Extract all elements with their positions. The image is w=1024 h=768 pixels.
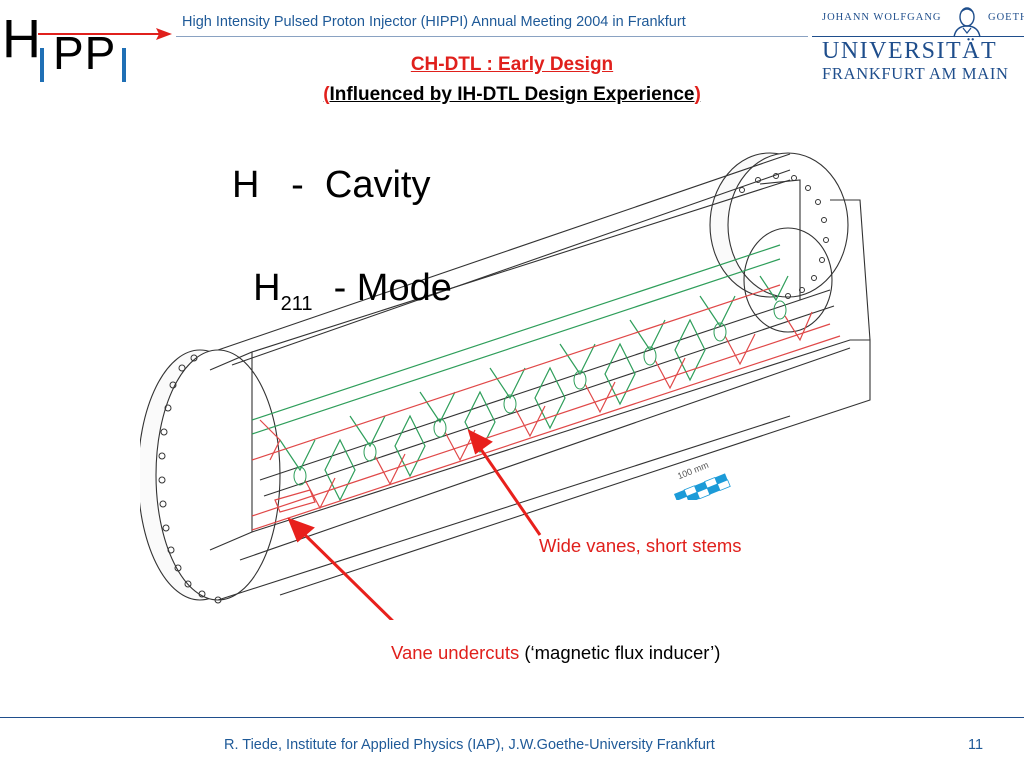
lower-vane: [251, 284, 841, 531]
vanes-annotation: Wide vanes, short stems: [539, 535, 742, 556]
cavity-label: H - Cavity: [232, 164, 431, 206]
logo-h: H: [2, 9, 41, 69]
undercuts-term: Vane undercuts: [391, 642, 520, 663]
mode-subscript: 211: [280, 293, 313, 315]
logo-arrow: [38, 28, 172, 40]
logo-pp: PP: [53, 27, 117, 79]
mode-main: H: [253, 267, 281, 309]
footer-text: R. Tiede, Institute for Applied Physics …: [224, 737, 715, 753]
logo-bar: [122, 48, 126, 82]
logo-bar: [40, 48, 44, 82]
upper-vane: [251, 244, 789, 502]
university-logo: JOHANN WOLFGANG GOETHE UNIVERSITÄT FRANK…: [820, 6, 1024, 84]
uni-line-left: JOHANN WOLFGANG: [822, 12, 942, 23]
slide-title: CH-DTL : Early Design: [410, 54, 614, 75]
pointer-arrows: [287, 429, 542, 620]
page-number: 11: [968, 737, 984, 753]
subtitle-text: Influenced by IH-DTL Design Experience: [329, 84, 695, 105]
header-divider: [812, 36, 1024, 37]
goethe-portrait-icon: [953, 7, 981, 38]
bolt-holes: [158, 173, 829, 604]
hippi-logo: H PP: [0, 8, 180, 82]
uni-city: FRANKFURT AM MAIN: [822, 64, 1009, 83]
subtitle-close-paren: ): [694, 84, 701, 105]
scale-bar: [674, 473, 731, 500]
mode-rest: - Mode: [312, 267, 452, 309]
undercuts-annotation: Vane undercuts (‘magnetic flux inducer’): [391, 642, 720, 664]
undercuts-note: (‘magnetic flux inducer’): [519, 642, 721, 663]
uni-line-right: GOETHE: [988, 12, 1024, 23]
drift-tubes: [293, 300, 787, 486]
footer-divider: [0, 717, 1024, 718]
subtitle-open-paren: (: [323, 84, 330, 105]
mode-label: H211 - Mode: [232, 224, 452, 316]
header-divider: [176, 36, 808, 37]
header-title: High Intensity Pulsed Proton Injector (H…: [182, 14, 686, 30]
slide-subtitle: (Influenced by IH-DTL Design Experience): [0, 84, 1024, 106]
uni-name: UNIVERSITÄT: [822, 38, 998, 64]
ch-dtl-cavity-drawing: [140, 152, 871, 620]
